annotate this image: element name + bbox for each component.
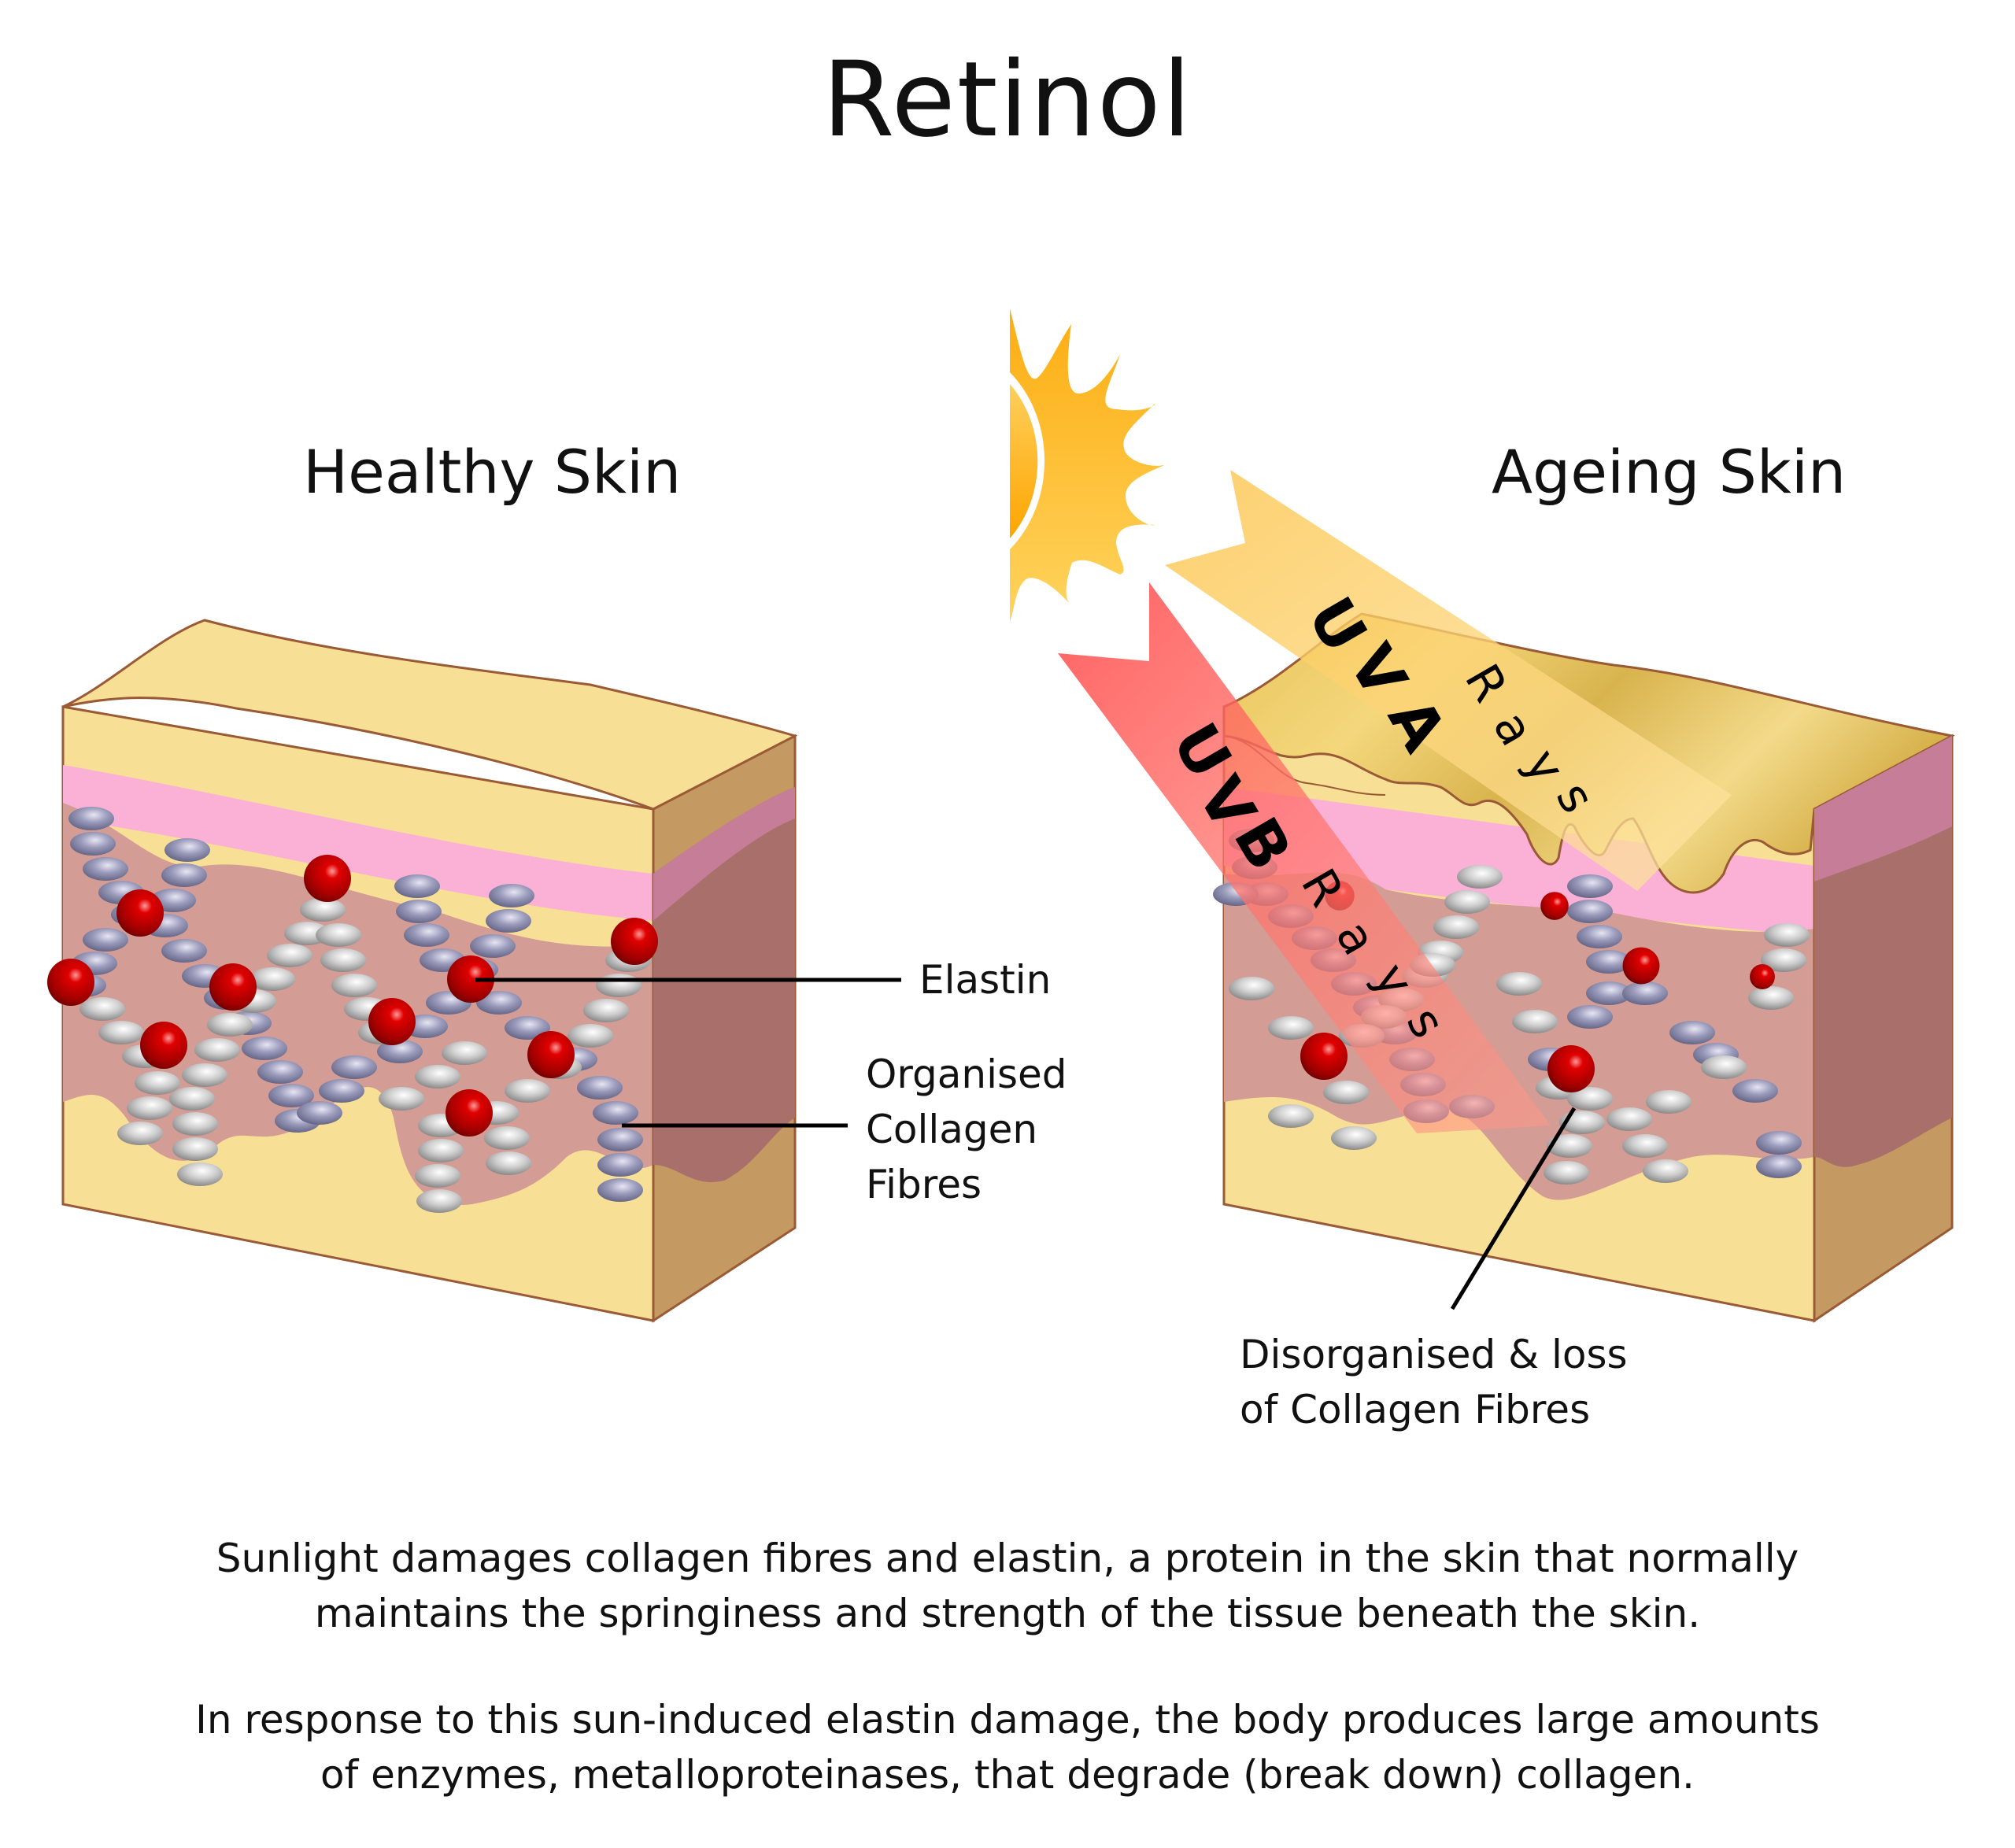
healthy-skin-block: [47, 619, 798, 1323]
uvb-ray-beam: [1058, 582, 1551, 1133]
description-paragraph-2-line2: of enzymes, metalloproteinases, that deg…: [320, 1752, 1695, 1798]
description-paragraph-2-line1: In response to this sun-induced elastin …: [195, 1697, 1820, 1743]
description-paragraph-1-line2: maintains the springiness and strength o…: [314, 1591, 1701, 1636]
sun-icon: [1010, 309, 1166, 622]
description-paragraph-1: Sunlight damages collagen fibres and ela…: [0, 1531, 2015, 1641]
organised-collagen-label: Organised Collagen Fibres: [866, 1047, 1067, 1212]
uva-ray-beam: [1165, 470, 1732, 891]
disorganised-collagen-label-line1: Disorganised & loss: [1240, 1332, 1628, 1377]
description-paragraph-2: In response to this sun-induced elastin …: [0, 1692, 2015, 1802]
page-title: Retinol: [822, 39, 1193, 161]
disorganised-leader-line: [1450, 1107, 1577, 1310]
organised-collagen-label-line2: Collagen: [866, 1107, 1038, 1152]
disorganised-collagen-label-line2: of Collagen Fibres: [1240, 1387, 1591, 1432]
description-paragraph-1-line1: Sunlight damages collagen fibres and ela…: [216, 1536, 1799, 1581]
organised-collagen-label-line3: Fibres: [866, 1162, 982, 1207]
ageing-skin-heading: Ageing Skin: [1492, 437, 1847, 507]
organised-collagen-label-line1: Organised: [866, 1052, 1067, 1097]
healthy-skin-heading: Healthy Skin: [303, 437, 682, 507]
disorganised-collagen-label: Disorganised & loss of Collagen Fibres: [1240, 1327, 1628, 1437]
elastin-label: Elastin: [919, 957, 1052, 1003]
